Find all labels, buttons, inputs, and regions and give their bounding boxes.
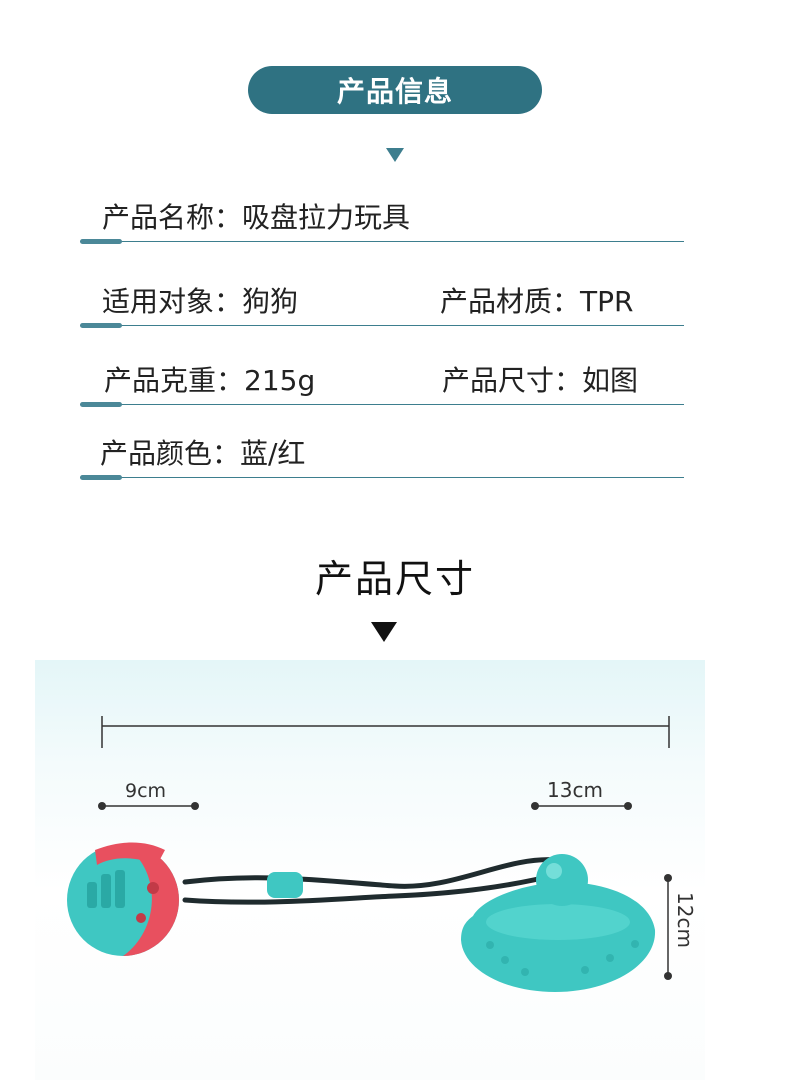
cup-width-label: 13cm [547, 778, 603, 802]
row-divider [80, 404, 684, 405]
row-accent [80, 402, 122, 407]
suction-cup [461, 854, 656, 992]
info-row-weight-size: 产品克重：215g 产品尺寸：如图 [80, 364, 684, 407]
row-accent [80, 323, 122, 328]
material-text: 产品材质：TPR [440, 285, 634, 318]
row-accent [80, 239, 122, 244]
row-divider [80, 241, 684, 242]
info-row-name: 产品名称：吸盘拉力玩具 [80, 201, 684, 244]
row-divider [80, 325, 684, 326]
size-section-title: 产品尺寸 [314, 557, 475, 601]
cup-height-label: 12cm [673, 892, 697, 948]
color-text: 产品颜色：蓝/红 [100, 437, 306, 470]
info-row-color: 产品颜色：蓝/红 [80, 437, 684, 480]
info-row-target-material: 适用对象：狗狗 产品材质：TPR [80, 285, 684, 328]
product-name-text: 产品名称：吸盘拉力玩具 [102, 201, 411, 234]
rope-clip [267, 872, 303, 898]
length-dimension-line [101, 716, 670, 748]
rope [182, 857, 562, 905]
cup-width-dimension-line [531, 802, 632, 810]
product-info-title: 产品信息 [336, 75, 453, 108]
ball-size-label: 9cm [125, 780, 166, 802]
down-arrow-icon [371, 622, 397, 642]
row-divider [80, 477, 684, 478]
size-text: 产品尺寸：如图 [442, 364, 639, 397]
cup-height-dimension-line [664, 874, 672, 980]
treat-ball [67, 842, 179, 956]
target-text: 适用对象：狗狗 [102, 285, 299, 318]
down-arrow-icon [386, 148, 404, 162]
toy-illustration: 9cm 13cm 12cm [67, 716, 697, 992]
product-photo: 9cm 13cm 12cm [35, 660, 705, 1080]
ball-dimension-line [98, 802, 199, 810]
row-accent [80, 475, 122, 480]
weight-text: 产品克重：215g [104, 364, 316, 397]
product-info-banner: 产品信息 [248, 66, 542, 114]
